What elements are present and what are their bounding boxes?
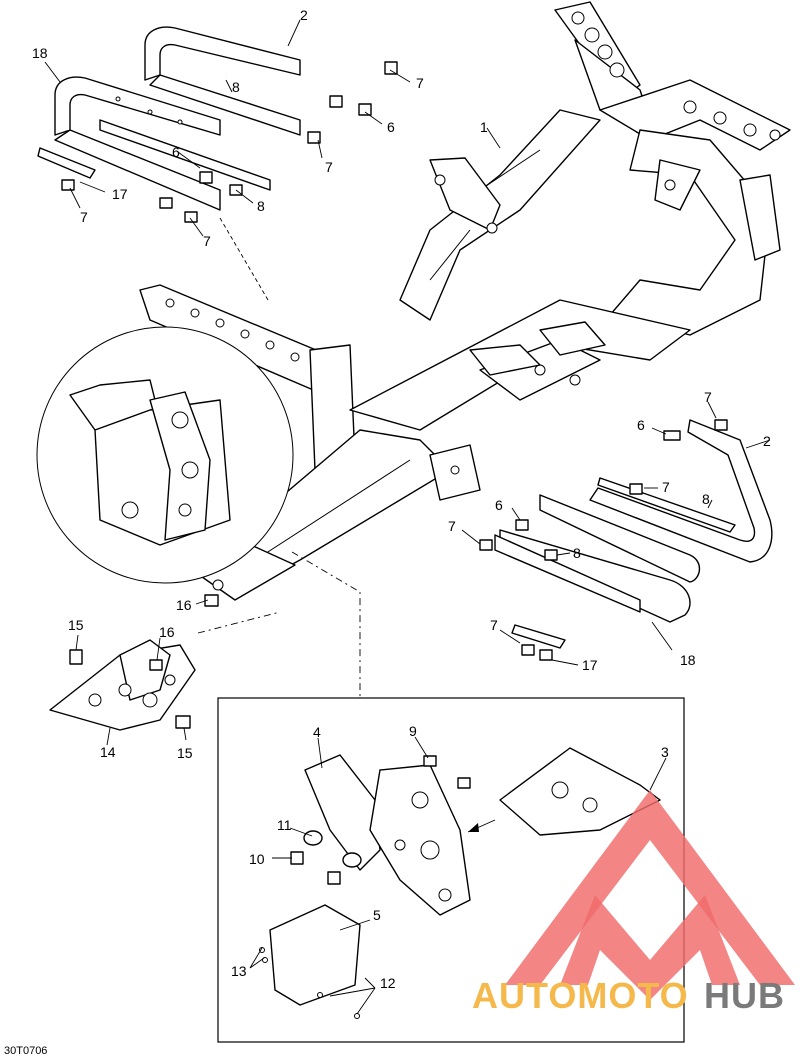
callout-16: 16: [159, 624, 175, 640]
callout-10: 10: [249, 851, 265, 867]
circular-detail-view: [36, 326, 294, 584]
callout-3: 3: [661, 744, 669, 760]
callout-18: 18: [680, 652, 696, 668]
callout-13: 13: [231, 963, 247, 979]
callout-7: 7: [325, 159, 333, 175]
callout-17: 17: [112, 186, 128, 202]
watermark-text-hub: HUB: [704, 975, 785, 1016]
watermark-text-automoto: AUTOMOTO: [472, 975, 689, 1016]
callout-16: 16: [176, 597, 192, 613]
callout-8: 8: [257, 198, 265, 214]
callout-2: 2: [300, 7, 308, 23]
callout-15: 15: [68, 617, 84, 633]
callout-14: 14: [100, 744, 116, 760]
foot-bracket-assembly: [49, 594, 219, 731]
callout-15: 15: [177, 745, 193, 761]
callout-9: 9: [409, 723, 417, 739]
callout-8: 8: [232, 79, 240, 95]
callout-6: 6: [172, 144, 180, 160]
callout-4: 4: [313, 724, 321, 740]
callout-12: 12: [380, 975, 396, 991]
callout-7: 7: [80, 209, 88, 225]
lower-rack-assembly: [494, 419, 773, 649]
callout-7: 7: [490, 617, 498, 633]
fasteners: [61, 61, 728, 661]
callout-7: 7: [662, 479, 670, 495]
leader-lines: [44, 19, 771, 1015]
callout-17: 17: [582, 657, 598, 673]
callout-11: 11: [277, 817, 292, 833]
callout-7: 7: [203, 233, 211, 249]
callout-7: 7: [416, 75, 424, 91]
callout-7: 7: [704, 389, 712, 405]
callout-8: 8: [573, 545, 581, 561]
main-frame: [139, 1, 791, 601]
callout-2: 2: [763, 433, 771, 449]
upper-rack-assembly: [37, 26, 301, 211]
drawing-code: 30T0706: [4, 1045, 47, 1057]
callout-1: 1: [480, 119, 488, 135]
callout-6: 6: [637, 417, 645, 433]
callout-6: 6: [387, 119, 395, 135]
callout-labels: 1 2 2 3 4 5 6 6 6 6 7 7 7 7 7 7 7 7 8 8 …: [4, 7, 771, 1057]
callout-6: 6: [495, 497, 503, 513]
automotohub-watermark: AUTOMOTO HUB: [472, 790, 795, 1016]
callout-5: 5: [373, 907, 381, 923]
callout-7: 7: [448, 518, 456, 534]
callout-18: 18: [32, 45, 48, 61]
watermark-logo-triangle: [505, 790, 795, 1000]
callout-8: 8: [702, 491, 710, 507]
